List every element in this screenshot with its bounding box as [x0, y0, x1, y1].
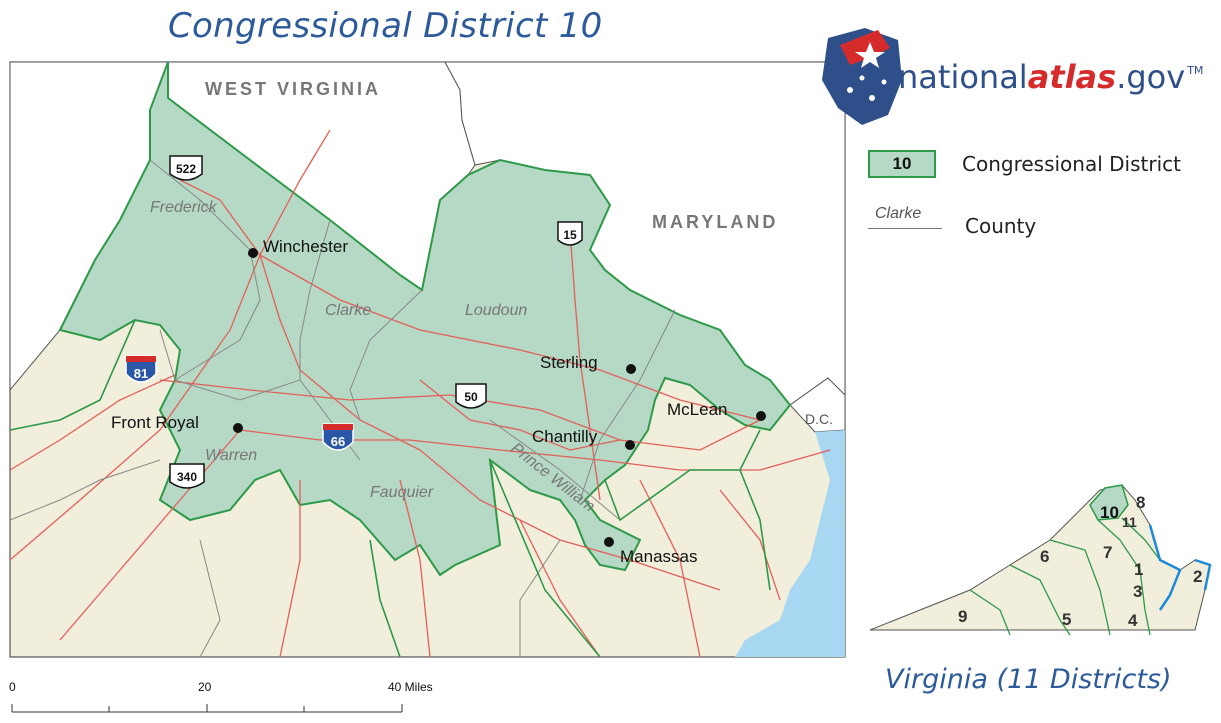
svg-text:15: 15 [563, 228, 577, 242]
highway-shield-15: 15 [557, 221, 583, 246]
svg-text:66: 66 [331, 434, 345, 449]
city-dot-chantilly [625, 440, 635, 450]
inset-label-8: 8 [1136, 493, 1145, 512]
road-network [9, 129, 831, 658]
scale-label-0: 0 [9, 680, 16, 694]
legend-county-label: County [965, 214, 1037, 238]
city-label-front-royal: Front Royal [111, 413, 199, 432]
nationalatlas-logo-icon [822, 28, 902, 125]
highway-shield-81: 81 [125, 355, 157, 383]
district-10-area [58, 61, 792, 577]
county-label-clarke: Clarke [325, 302, 371, 319]
district-boundaries [9, 319, 771, 658]
inset-label-5: 5 [1062, 610, 1071, 629]
city-label-sterling: Sterling [540, 353, 598, 372]
county-label-fauquier: Fauquier [370, 484, 434, 501]
state-label-maryland: MARYLAND [652, 212, 778, 232]
county-label-warren: Warren [205, 447, 257, 464]
city-dot-winchester [248, 248, 258, 258]
svg-text:50: 50 [464, 390, 478, 404]
city-dot-sterling [626, 364, 636, 374]
city-label-winchester: Winchester [263, 237, 348, 256]
highway-shield-50: 50 [455, 383, 487, 409]
inset-label-2: 2 [1193, 567, 1202, 586]
potomac-water [735, 430, 845, 657]
inset-label-3: 3 [1133, 582, 1142, 601]
city-label-chantilly: Chantilly [532, 427, 598, 446]
highway-shield-340: 340 [169, 463, 205, 489]
inset-label-6: 6 [1040, 547, 1049, 566]
svg-text:340: 340 [177, 470, 197, 484]
legend-district-swatch: 10 [868, 150, 936, 178]
inset-title: Virginia (11 Districts) [885, 664, 1172, 695]
dc-area [789, 377, 846, 433]
county-label-loudoun: Loudoun [465, 302, 527, 319]
virginia-inset-map: 10 8 11 6 7 1 2 3 9 5 4 [869, 484, 1212, 636]
city-dot-manassas [604, 537, 614, 547]
svg-text:81: 81 [134, 366, 148, 381]
legend-county-line [868, 228, 942, 229]
county-lines [9, 159, 676, 658]
city-dot-front-royal [233, 423, 243, 433]
map-title: Congressional District 10 [168, 6, 603, 46]
scale-label-20: 20 [198, 680, 212, 694]
legend-county-sample: Clarke [875, 205, 922, 222]
inset-label-4: 4 [1128, 611, 1138, 630]
highway-shield-522: 522 [169, 155, 203, 181]
district-map: WEST VIRGINIA MARYLAND D.C. Frederick Cl… [9, 61, 846, 713]
city-label-mclean: McLean [667, 400, 727, 419]
city-dot-mclean [756, 411, 766, 421]
inset-label-10: 10 [1100, 503, 1119, 522]
inset-label-9: 9 [958, 607, 967, 626]
inset-label-1: 1 [1134, 560, 1143, 579]
scale-label-40: 40 Miles [388, 680, 433, 694]
scale-bar [11, 704, 403, 713]
state-label-dc: D.C. [805, 411, 833, 427]
city-label-manassas: Manassas [620, 547, 697, 566]
county-label-frederick: Frederick [150, 199, 218, 216]
legend-district-label: Congressional District [962, 152, 1181, 176]
state-label-west-virginia: WEST VIRGINIA [205, 79, 381, 99]
inset-label-11: 11 [1122, 514, 1137, 530]
inset-label-7: 7 [1103, 543, 1112, 562]
highway-shield-66: 66 [322, 423, 354, 451]
svg-text:522: 522 [176, 162, 196, 176]
